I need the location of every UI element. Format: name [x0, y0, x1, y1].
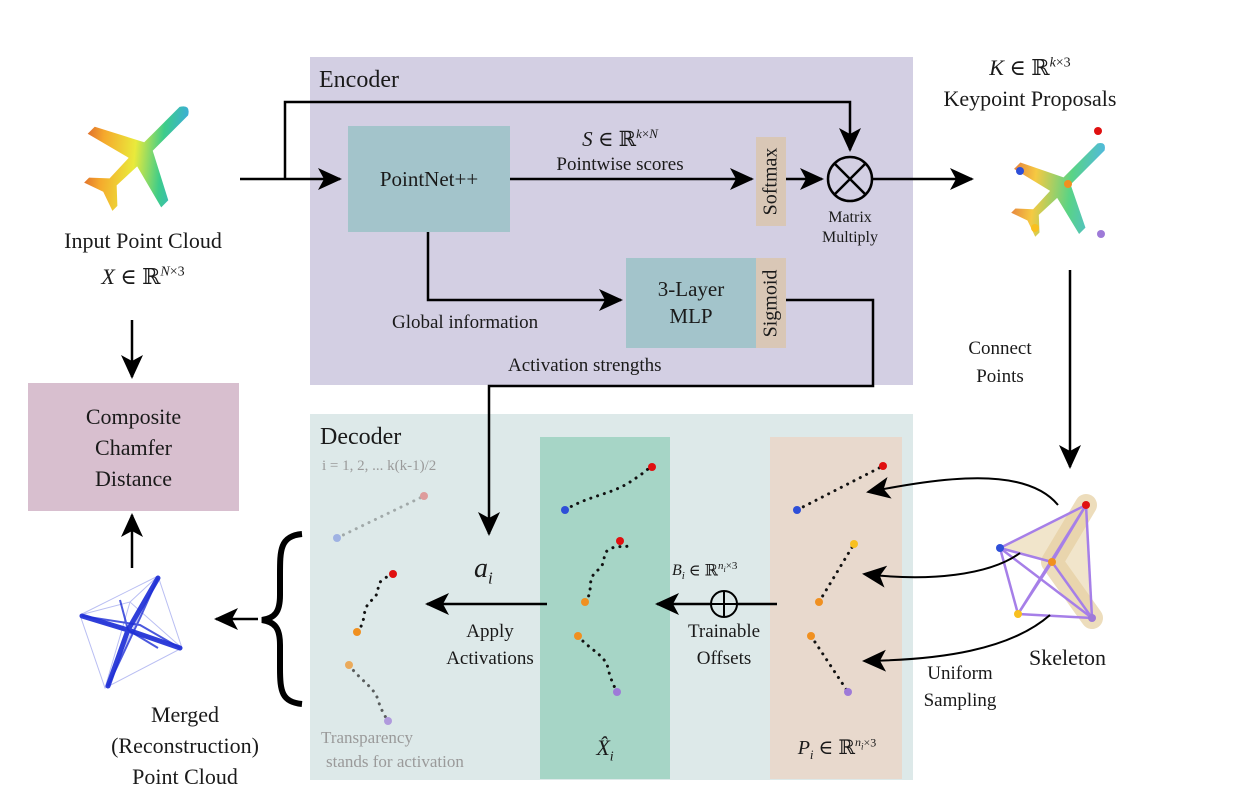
scores-math: S ∈ ℝk×N	[582, 126, 658, 151]
loss-line1: Composite	[85, 403, 182, 429]
matrix-multiply-label-2: Multiply	[821, 229, 878, 246]
softmax-box: Softmax	[756, 137, 786, 226]
encoder-title: Encoder	[319, 67, 399, 93]
connect-points-label-2: Points	[976, 366, 1024, 387]
xhat-math: X̂i	[596, 735, 614, 765]
keypoints-math: K ∈ ℝk×3	[989, 55, 1071, 80]
xhat-segments	[561, 463, 656, 696]
input-plane-icon	[84, 106, 189, 211]
scores-label: Pointwise scores	[556, 154, 684, 175]
sigmoid-box: Sigmoid	[756, 258, 786, 348]
uniform-sampling-label-2: Sampling	[923, 690, 997, 711]
decoder-title: Decoder	[320, 424, 402, 450]
merged-point-cloud-icon	[79, 575, 183, 689]
p-math: Pi ∈ ℝni×3	[797, 735, 877, 762]
composite-chamfer-box: Composite Chamfer Distance	[28, 383, 239, 511]
decoder-index-note: i = 1, 2, ... k(k-1)/2	[322, 458, 437, 474]
activated-segments	[333, 492, 428, 725]
matrix-multiply-label-1: Matrix	[828, 209, 872, 226]
matrix-multiply-icon	[826, 155, 874, 203]
encoder-flow-arrows	[240, 100, 974, 536]
connect-points-label-1: Connect	[968, 338, 1032, 359]
transparency-label-2: stands for activation	[326, 752, 464, 771]
loss-line3: Distance	[95, 465, 172, 491]
mlp-box: 3-Layer MLP	[626, 258, 756, 348]
apply-label-1: Apply	[466, 621, 514, 642]
mlp-label-line2: MLP	[669, 304, 713, 328]
pointnet-label: PointNet++	[379, 166, 479, 191]
merge-brace-icon	[261, 531, 303, 707]
merged-label-3: Point Cloud	[132, 764, 238, 789]
add-offsets-icon	[710, 590, 738, 618]
pointnet-box: PointNet++	[348, 126, 510, 232]
sampling-arrows	[862, 477, 1059, 672]
global-info-label: Global information	[392, 312, 539, 333]
activation-math: ai	[474, 553, 493, 588]
merged-label-2: (Reconstruction)	[111, 733, 259, 758]
activation-strengths-label: Activation strengths	[508, 355, 662, 376]
keypoint-plane-icon	[1011, 127, 1105, 238]
skeleton-icon	[996, 494, 1103, 629]
offsets-label-1: Trainable	[687, 621, 761, 642]
uniform-sampling-label-1: Uniform	[927, 663, 993, 684]
merged-label-1: Merged	[150, 702, 220, 727]
transparency-label-1: Transparency	[321, 728, 413, 747]
apply-label-2: Activations	[446, 648, 534, 669]
mlp-label-line1: 3-Layer	[657, 277, 725, 301]
loss-line2: Chamfer	[95, 434, 172, 460]
input-math: X ∈ ℝN×3	[101, 264, 185, 289]
offsets-math: Bi ∈ ℝni×3	[672, 560, 738, 583]
offsets-label-2: Offsets	[696, 648, 752, 669]
keypoints-label: Keypoint Proposals	[943, 86, 1117, 111]
skeleton-label: Skeleton	[1029, 645, 1106, 670]
p-segments	[793, 462, 887, 696]
input-label: Input Point Cloud	[64, 228, 222, 253]
